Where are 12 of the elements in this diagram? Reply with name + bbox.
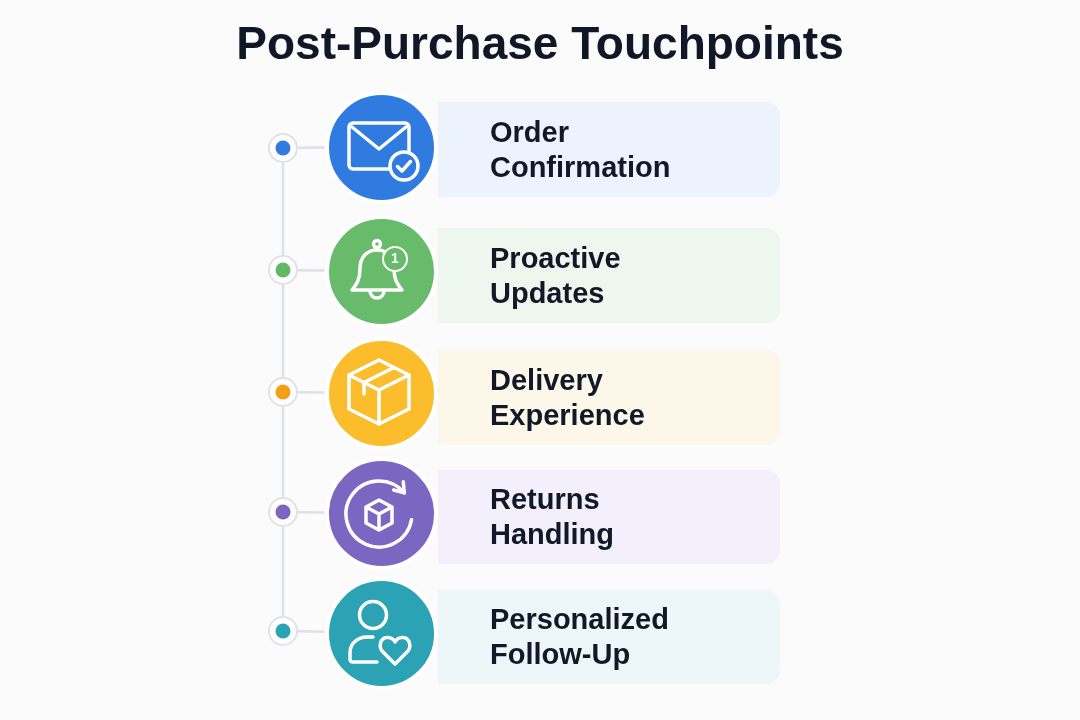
page-title: Post-Purchase Touchpoints: [236, 16, 844, 70]
timeline-dot: [268, 255, 298, 285]
step-title: Returns Handling: [490, 482, 615, 552]
timeline-dot: [268, 616, 298, 646]
step-title: Personalized Follow-Up: [490, 602, 669, 672]
timeline-dot: [268, 497, 298, 527]
step-title: Proactive Updates: [490, 240, 621, 311]
timeline-dot: [268, 133, 298, 163]
step-title: Order Confirmation: [490, 114, 671, 185]
timeline-dot: [268, 377, 298, 407]
notification-count: 1: [382, 246, 408, 272]
step-title: Delivery Experience: [490, 362, 645, 433]
